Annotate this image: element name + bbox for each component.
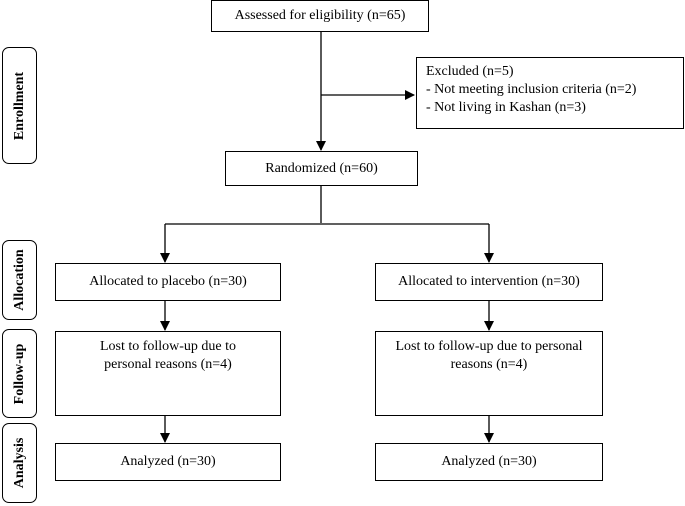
lost-placebo-line-2: personal reasons (n=4) xyxy=(104,357,232,372)
stage-enrollment: Enrollment xyxy=(2,47,37,164)
stage-analysis: Analysis xyxy=(2,423,37,503)
randomized-text: Randomized (n=60) xyxy=(265,161,378,176)
assessed-text: Assessed for eligibility (n=65) xyxy=(234,8,406,23)
stage-enrollment-label: Enrollment xyxy=(11,71,27,140)
lost-followup-intervention-box: Lost to follow-up due to personal reason… xyxy=(375,331,603,416)
analyzed-intervention-box: Analyzed (n=30) xyxy=(375,443,603,481)
stage-allocation-label: Allocation xyxy=(11,249,27,311)
stage-analysis-label: Analysis xyxy=(11,437,27,489)
assessed-box: Assessed for eligibility (n=65) xyxy=(211,0,429,32)
analyzed-intervention-text: Analyzed (n=30) xyxy=(441,454,537,469)
allocated-placebo-box: Allocated to placebo (n=30) xyxy=(55,263,281,301)
lost-placebo-line-1: Lost to follow-up due to xyxy=(99,339,237,354)
excluded-title: Excluded (n=5) xyxy=(426,64,514,79)
allocated-intervention-box: Allocated to intervention (n=30) xyxy=(375,263,603,301)
stage-allocation: Allocation xyxy=(2,240,37,320)
analyzed-placebo-text: Analyzed (n=30) xyxy=(120,454,216,469)
stage-followup: Follow-up xyxy=(2,329,37,418)
allocated-intervention-text: Allocated to intervention (n=30) xyxy=(398,274,580,289)
lost-followup-placebo-box: Lost to follow-up due to personal reason… xyxy=(55,331,281,416)
allocated-placebo-text: Allocated to placebo (n=30) xyxy=(89,274,247,289)
excluded-box: Excluded (n=5) - Not meeting inclusion c… xyxy=(416,57,684,129)
lost-intervention-line-1: Lost to follow-up due to personal xyxy=(395,339,583,354)
stage-followup-label: Follow-up xyxy=(11,343,27,404)
excluded-reason-2: - Not living in Kashan (n=3) xyxy=(426,100,586,115)
analyzed-placebo-box: Analyzed (n=30) xyxy=(55,443,281,481)
randomized-box: Randomized (n=60) xyxy=(225,151,418,186)
lost-intervention-line-2: reasons (n=4) xyxy=(450,357,528,372)
excluded-reason-1: - Not meeting inclusion criteria (n=2) xyxy=(426,82,637,97)
